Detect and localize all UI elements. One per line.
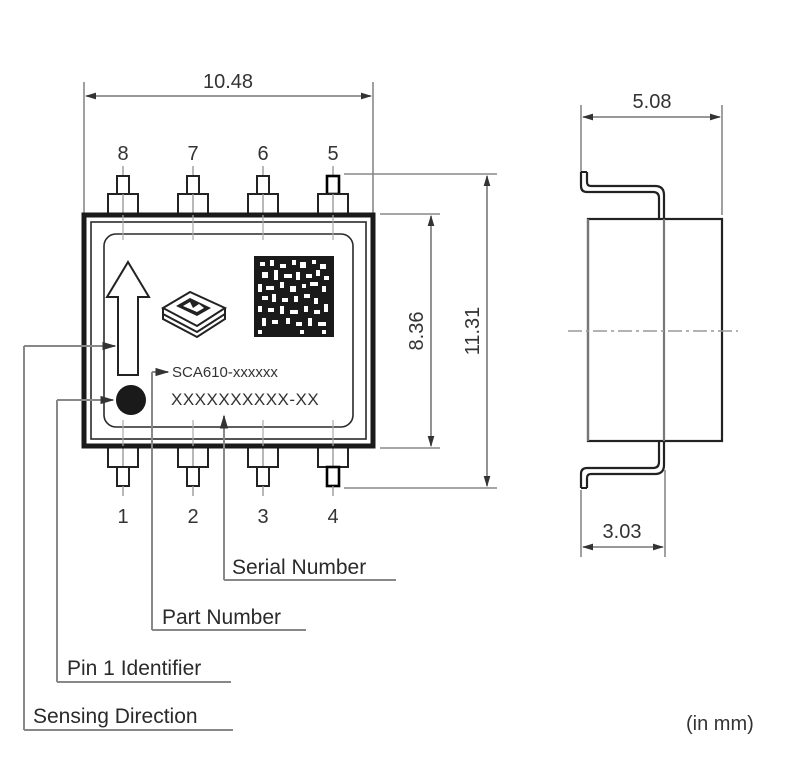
pin-5: 5: [317, 143, 349, 216]
manufacturer-logo-icon: [160, 290, 228, 339]
units-label: (in mm): [686, 713, 754, 735]
pin-2: 2: [177, 445, 209, 528]
side-view: 5.08 3.03: [568, 91, 738, 557]
callout-label-serial-number: Serial Number: [232, 556, 366, 579]
pin-8: 8: [107, 143, 139, 216]
callout-part-number: Part Number: [151, 367, 306, 631]
callout-sensing-direction: Sensing Direction: [23, 341, 233, 731]
pin-label-1: 1: [117, 506, 128, 528]
up-arrow-icon: [105, 260, 151, 376]
pin-label-2: 2: [187, 506, 198, 528]
callout-label-sensing-direction: Sensing Direction: [33, 705, 198, 728]
side-body: [586, 217, 724, 443]
serial-number-marking: XXXXXXXXXX-XX: [171, 390, 319, 409]
datamatrix-code-icon: [254, 256, 334, 337]
dimension-total-height: 11.31: [344, 173, 497, 489]
side-lead-top: [579, 172, 661, 219]
pin1-dot-icon: [116, 385, 146, 415]
pin-label-4: 4: [327, 506, 338, 528]
pin-1: 1: [107, 445, 139, 528]
pin-label-5: 5: [327, 143, 338, 165]
callout-label-part-number: Part Number: [162, 606, 281, 629]
dimension-label-body-height: 8.36: [406, 312, 428, 351]
dimension-width: 10.48: [83, 71, 374, 215]
dimension-label-side-width: 5.08: [633, 91, 672, 113]
pin-label-7: 7: [187, 143, 198, 165]
callout-serial-number: Serial Number: [219, 414, 396, 581]
callout-label-pin1-identifier: Pin 1 Identifier: [67, 657, 201, 680]
dimension-body-height: 8.36: [380, 213, 440, 449]
dimension-label-width: 10.48: [203, 71, 253, 93]
bottom-pins: 1 2 3 4: [107, 445, 349, 528]
package-inner-outline: [90, 221, 367, 440]
side-lead-bottom: [579, 441, 661, 488]
pin-6: 6: [247, 143, 279, 216]
dimension-label-total-height: 11.31: [462, 307, 484, 356]
marking-area: [103, 233, 354, 428]
callout-pin1-identifier: Pin 1 Identifier: [56, 395, 231, 683]
pin-4: 4: [317, 445, 349, 528]
pin-7: 7: [177, 143, 209, 216]
pin-label-6: 6: [257, 143, 268, 165]
pin-label-3: 3: [257, 506, 268, 528]
dimension-label-lead-offset: 3.03: [603, 521, 642, 543]
pin-label-8: 8: [117, 143, 128, 165]
pin-3: 3: [247, 445, 279, 528]
part-number-marking: SCA610-xxxxxx: [172, 364, 278, 381]
top-pins: 8 7 6 5: [107, 143, 349, 216]
